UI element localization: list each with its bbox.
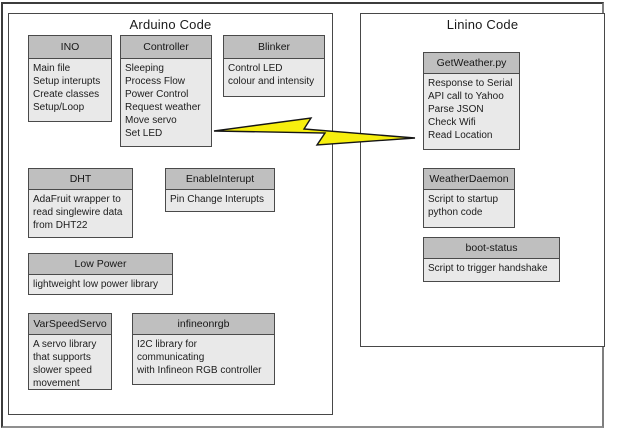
module-box-varspeedservo: VarSpeedServo A servo library that suppo… [28,313,112,390]
module-description: A servo library that supports slower spe… [33,339,97,389]
module-description: Control LED colour and intensity [228,63,315,87]
module-description: Main file Setup interupts Create classes… [33,63,101,113]
module-title: EnableInterupt [166,169,274,190]
lightning-bolt-icon [213,117,416,146]
module-box-low-power: Low Power lightweight low power library [28,253,173,295]
module-description: lightweight low power library [33,279,159,290]
module-box-weatherdaemon: WeatherDaemon Script to startup python c… [423,168,515,228]
module-description: AdaFruit wrapper to read singlewire data… [33,194,123,231]
module-title: INO [29,36,111,59]
module-box-boot-status: boot-status Script to trigger handshake [423,237,560,282]
module-title: WeatherDaemon [424,169,514,190]
module-description: Response to Serial API call to Yahoo Par… [428,78,513,141]
arduino-group-title: Arduino Code [129,17,212,32]
module-title: Blinker [224,36,324,59]
module-box-dht: DHT AdaFruit wrapper to read singlewire … [28,168,133,238]
linino-group-title: Linino Code [446,17,519,32]
module-title: Controller [121,36,211,59]
module-box-blinker: Blinker Control LED colour and intensity [223,35,325,97]
module-box-infineonrgb: infineonrgb I2C library for communicatin… [132,313,275,385]
module-description: Script to startup python code [428,194,499,218]
module-title: VarSpeedServo [29,314,111,335]
module-title: GetWeather.py [424,53,519,74]
module-description: I2C library for communicating with Infin… [137,339,262,376]
module-box-controller: Controller Sleeping Process Flow Power C… [120,35,212,147]
module-box-ino: INO Main file Setup interupts Create cla… [28,35,112,122]
module-description: Script to trigger handshake [428,263,548,274]
module-title: DHT [29,169,132,190]
module-description: Pin Change Interupts [170,194,264,205]
module-description: Sleeping Process Flow Power Control Requ… [125,63,201,139]
module-title: boot-status [424,238,559,259]
module-title: infineonrgb [133,314,274,335]
module-box-enableinterupt: EnableInterupt Pin Change Interupts [165,168,275,212]
module-box-getweather-py: GetWeather.py Response to Serial API cal… [423,52,520,150]
module-title: Low Power [29,254,172,275]
